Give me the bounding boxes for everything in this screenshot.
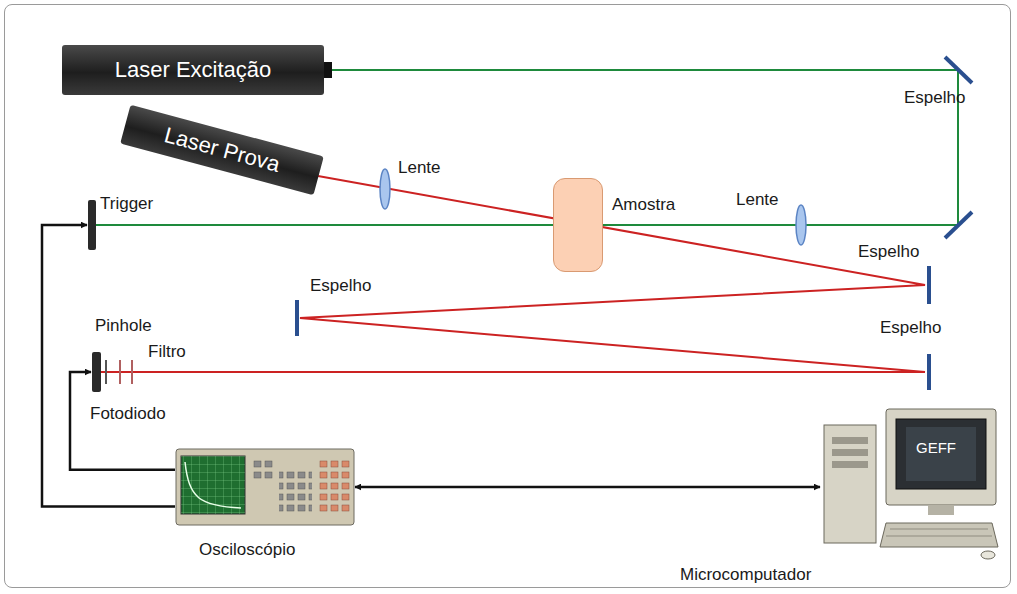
probe-laser: Laser Prova (120, 105, 324, 195)
sample: Amostra (553, 178, 603, 272)
signal-cable (70, 372, 175, 470)
node-label: Amostra (612, 195, 675, 215)
screen-text: GEFF (916, 439, 956, 456)
filter (119, 360, 121, 384)
trigger-detector: Trigger (88, 200, 96, 250)
mirror (945, 212, 972, 238)
signal-cable (355, 486, 820, 489)
mirror (927, 266, 931, 304)
part-label: Pinhole (95, 316, 152, 336)
mirror (295, 300, 299, 336)
filter (131, 360, 133, 384)
node-label: Osciloscópio (199, 540, 295, 560)
computer-drawing (820, 405, 1000, 561)
node-label: Laser Excitação (115, 57, 272, 83)
lens (380, 169, 390, 209)
probe-beam (100, 176, 925, 372)
microcomputer: MicrocomputadorGEFF (820, 405, 1000, 561)
oscilloscope: Osciloscópio (175, 448, 355, 526)
pinhole (105, 360, 107, 384)
oscilloscope-drawing (175, 448, 355, 526)
node-label: Laser Prova (161, 122, 282, 178)
mirror (927, 354, 931, 390)
part-label: Espelho (858, 242, 919, 262)
node-label: Trigger (100, 194, 153, 214)
part-label: Espelho (310, 276, 371, 296)
lens (796, 205, 806, 245)
excitation-laser: Laser Excitação (62, 45, 324, 95)
part-label: Espelho (904, 88, 965, 108)
part-label: Filtro (148, 342, 186, 362)
signal-cable (42, 225, 175, 507)
node-label: Fotodiodo (90, 404, 166, 424)
node-label: Microcomputador (680, 565, 811, 585)
photodiode: Fotodiodo (92, 352, 101, 392)
mirror (945, 57, 972, 83)
part-label: Espelho (880, 318, 941, 338)
part-label: Lente (736, 190, 779, 210)
part-label: Lente (398, 158, 441, 178)
